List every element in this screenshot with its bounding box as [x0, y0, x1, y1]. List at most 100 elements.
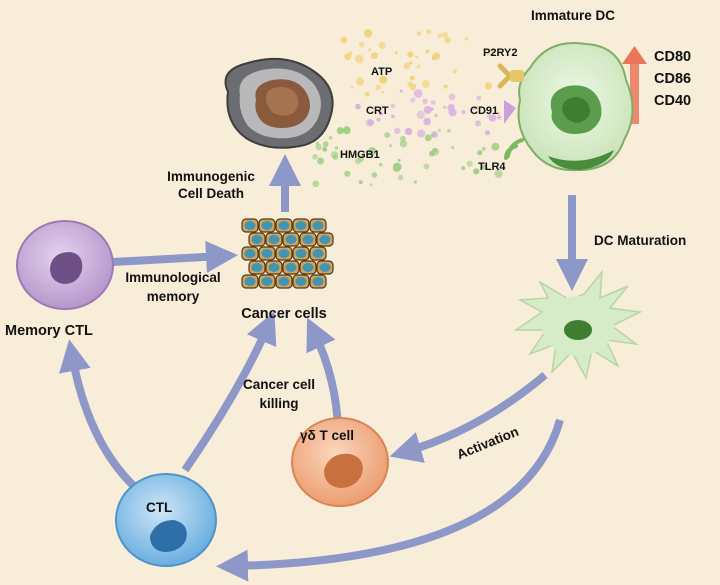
atp-dot: [350, 85, 354, 89]
crt-dot: [476, 95, 482, 101]
hmgb1-dot: [481, 164, 487, 170]
crt-dot: [390, 103, 396, 109]
hmgb1-dot: [424, 134, 432, 142]
crt-dot: [404, 127, 413, 136]
atp-dot: [379, 75, 388, 84]
cancer-cell: [265, 260, 283, 275]
atp-dot: [443, 84, 448, 89]
hmgb1-dot: [330, 151, 339, 159]
cancer-cell: [299, 260, 317, 275]
hmgb1-dot: [354, 157, 362, 165]
atp-dot: [432, 57, 436, 61]
released-molecules: [312, 29, 503, 188]
atp-dot: [348, 51, 353, 56]
hmgb1-dot: [473, 168, 480, 175]
arrow-memory-to-cancer: [112, 240, 238, 273]
cancer-cell: [275, 246, 293, 261]
hmgb1-dot: [322, 141, 329, 148]
crt-dot: [417, 129, 426, 138]
arrow-activation-to-ctl: [216, 418, 564, 582]
cancer-cell: [292, 246, 310, 261]
hmgb1-dot: [494, 169, 503, 179]
immunological-memory-line2: memory: [146, 289, 200, 304]
atp-dot: [340, 36, 348, 44]
hmgb1-dot: [389, 144, 392, 148]
hmgb1-dot: [328, 136, 333, 140]
gd-t-cell-label: γδ T cell: [300, 428, 354, 443]
atp-dot: [355, 77, 365, 86]
cancer-cell: [258, 218, 276, 233]
marker-cd40: CD40: [654, 93, 692, 109]
hmgb1-dot: [322, 146, 328, 152]
hmgb1-dot: [466, 160, 473, 167]
cancer-cell: [258, 274, 276, 289]
molecule-label-atp: ATP: [371, 66, 393, 78]
marker-cd86: CD86: [654, 71, 692, 87]
atp-dot: [484, 82, 492, 90]
crt-dot: [497, 111, 501, 115]
marker-cd80: CD80: [654, 49, 692, 65]
hmgb1-dot: [437, 128, 441, 132]
atp-dot: [416, 64, 421, 69]
hmgb1-dot: [369, 183, 373, 187]
dc-maturation-label: DC Maturation: [594, 233, 687, 248]
cancer-cell: [316, 260, 334, 275]
atp-dot: [355, 54, 364, 64]
hmgb1-dot: [399, 140, 407, 148]
hmgb1-dot: [384, 132, 391, 138]
crt-dot: [391, 114, 395, 119]
hmgb1-dot: [461, 166, 466, 171]
crt-dot: [496, 115, 502, 120]
killing-label-line2: killing: [259, 396, 299, 411]
crt-dot: [367, 119, 374, 126]
upregulation-arrow: [622, 46, 647, 124]
arrow-dc-to-gd: [389, 371, 548, 463]
cancer-cell: [241, 246, 259, 261]
hmgb1-dot: [334, 146, 339, 150]
atp-dot: [422, 80, 430, 88]
cancer-cell-cluster: [241, 218, 334, 289]
ctl-cell: [115, 473, 217, 567]
arrow-ctl-to-memory: [59, 339, 153, 504]
receptor-tlr4: [504, 138, 524, 160]
atp-dot: [344, 53, 351, 61]
cancer-cell: [292, 218, 310, 233]
immature-dc-title: Immature DC: [531, 8, 616, 23]
cancer-cell: [265, 232, 283, 247]
atp-dot: [444, 37, 451, 44]
atp-dot: [409, 83, 417, 90]
atp-dot: [394, 51, 398, 55]
atp-dot: [359, 41, 365, 48]
atp-dot: [415, 55, 418, 59]
atp-dot: [490, 48, 496, 54]
cancer-cell: [309, 246, 327, 261]
molecule-label-hmgb1: HMGB1: [340, 149, 380, 161]
hmgb1-dot: [481, 146, 486, 151]
cancer-cell: [241, 274, 259, 289]
cancer-cell: [309, 274, 327, 289]
atp-dot: [442, 32, 449, 38]
crt-dot: [488, 114, 497, 122]
mature-dc-cell: [513, 269, 643, 381]
atp-dot: [370, 52, 378, 60]
atp-dot: [368, 48, 372, 52]
hmgb1-dot: [413, 180, 417, 184]
cancer-cell: [275, 218, 293, 233]
atp-dot: [437, 33, 443, 39]
hmgb1-dot: [447, 129, 451, 133]
atp-dot: [407, 51, 414, 58]
hmgb1-dot: [361, 154, 365, 158]
crt-dot: [472, 106, 477, 111]
atp-dot: [464, 37, 469, 41]
cancer-cell: [248, 232, 266, 247]
icd-label-line1: Immunogenic: [167, 169, 255, 184]
hmgb1-dot: [371, 172, 378, 178]
crt-dot: [355, 103, 361, 110]
cancer-cell: [309, 218, 327, 233]
crt-dot: [475, 120, 481, 127]
hmgb1-dot: [397, 158, 401, 162]
hmgb1-dot: [397, 174, 404, 181]
crt-dot: [448, 93, 456, 101]
hmgb1-dot: [336, 127, 344, 135]
